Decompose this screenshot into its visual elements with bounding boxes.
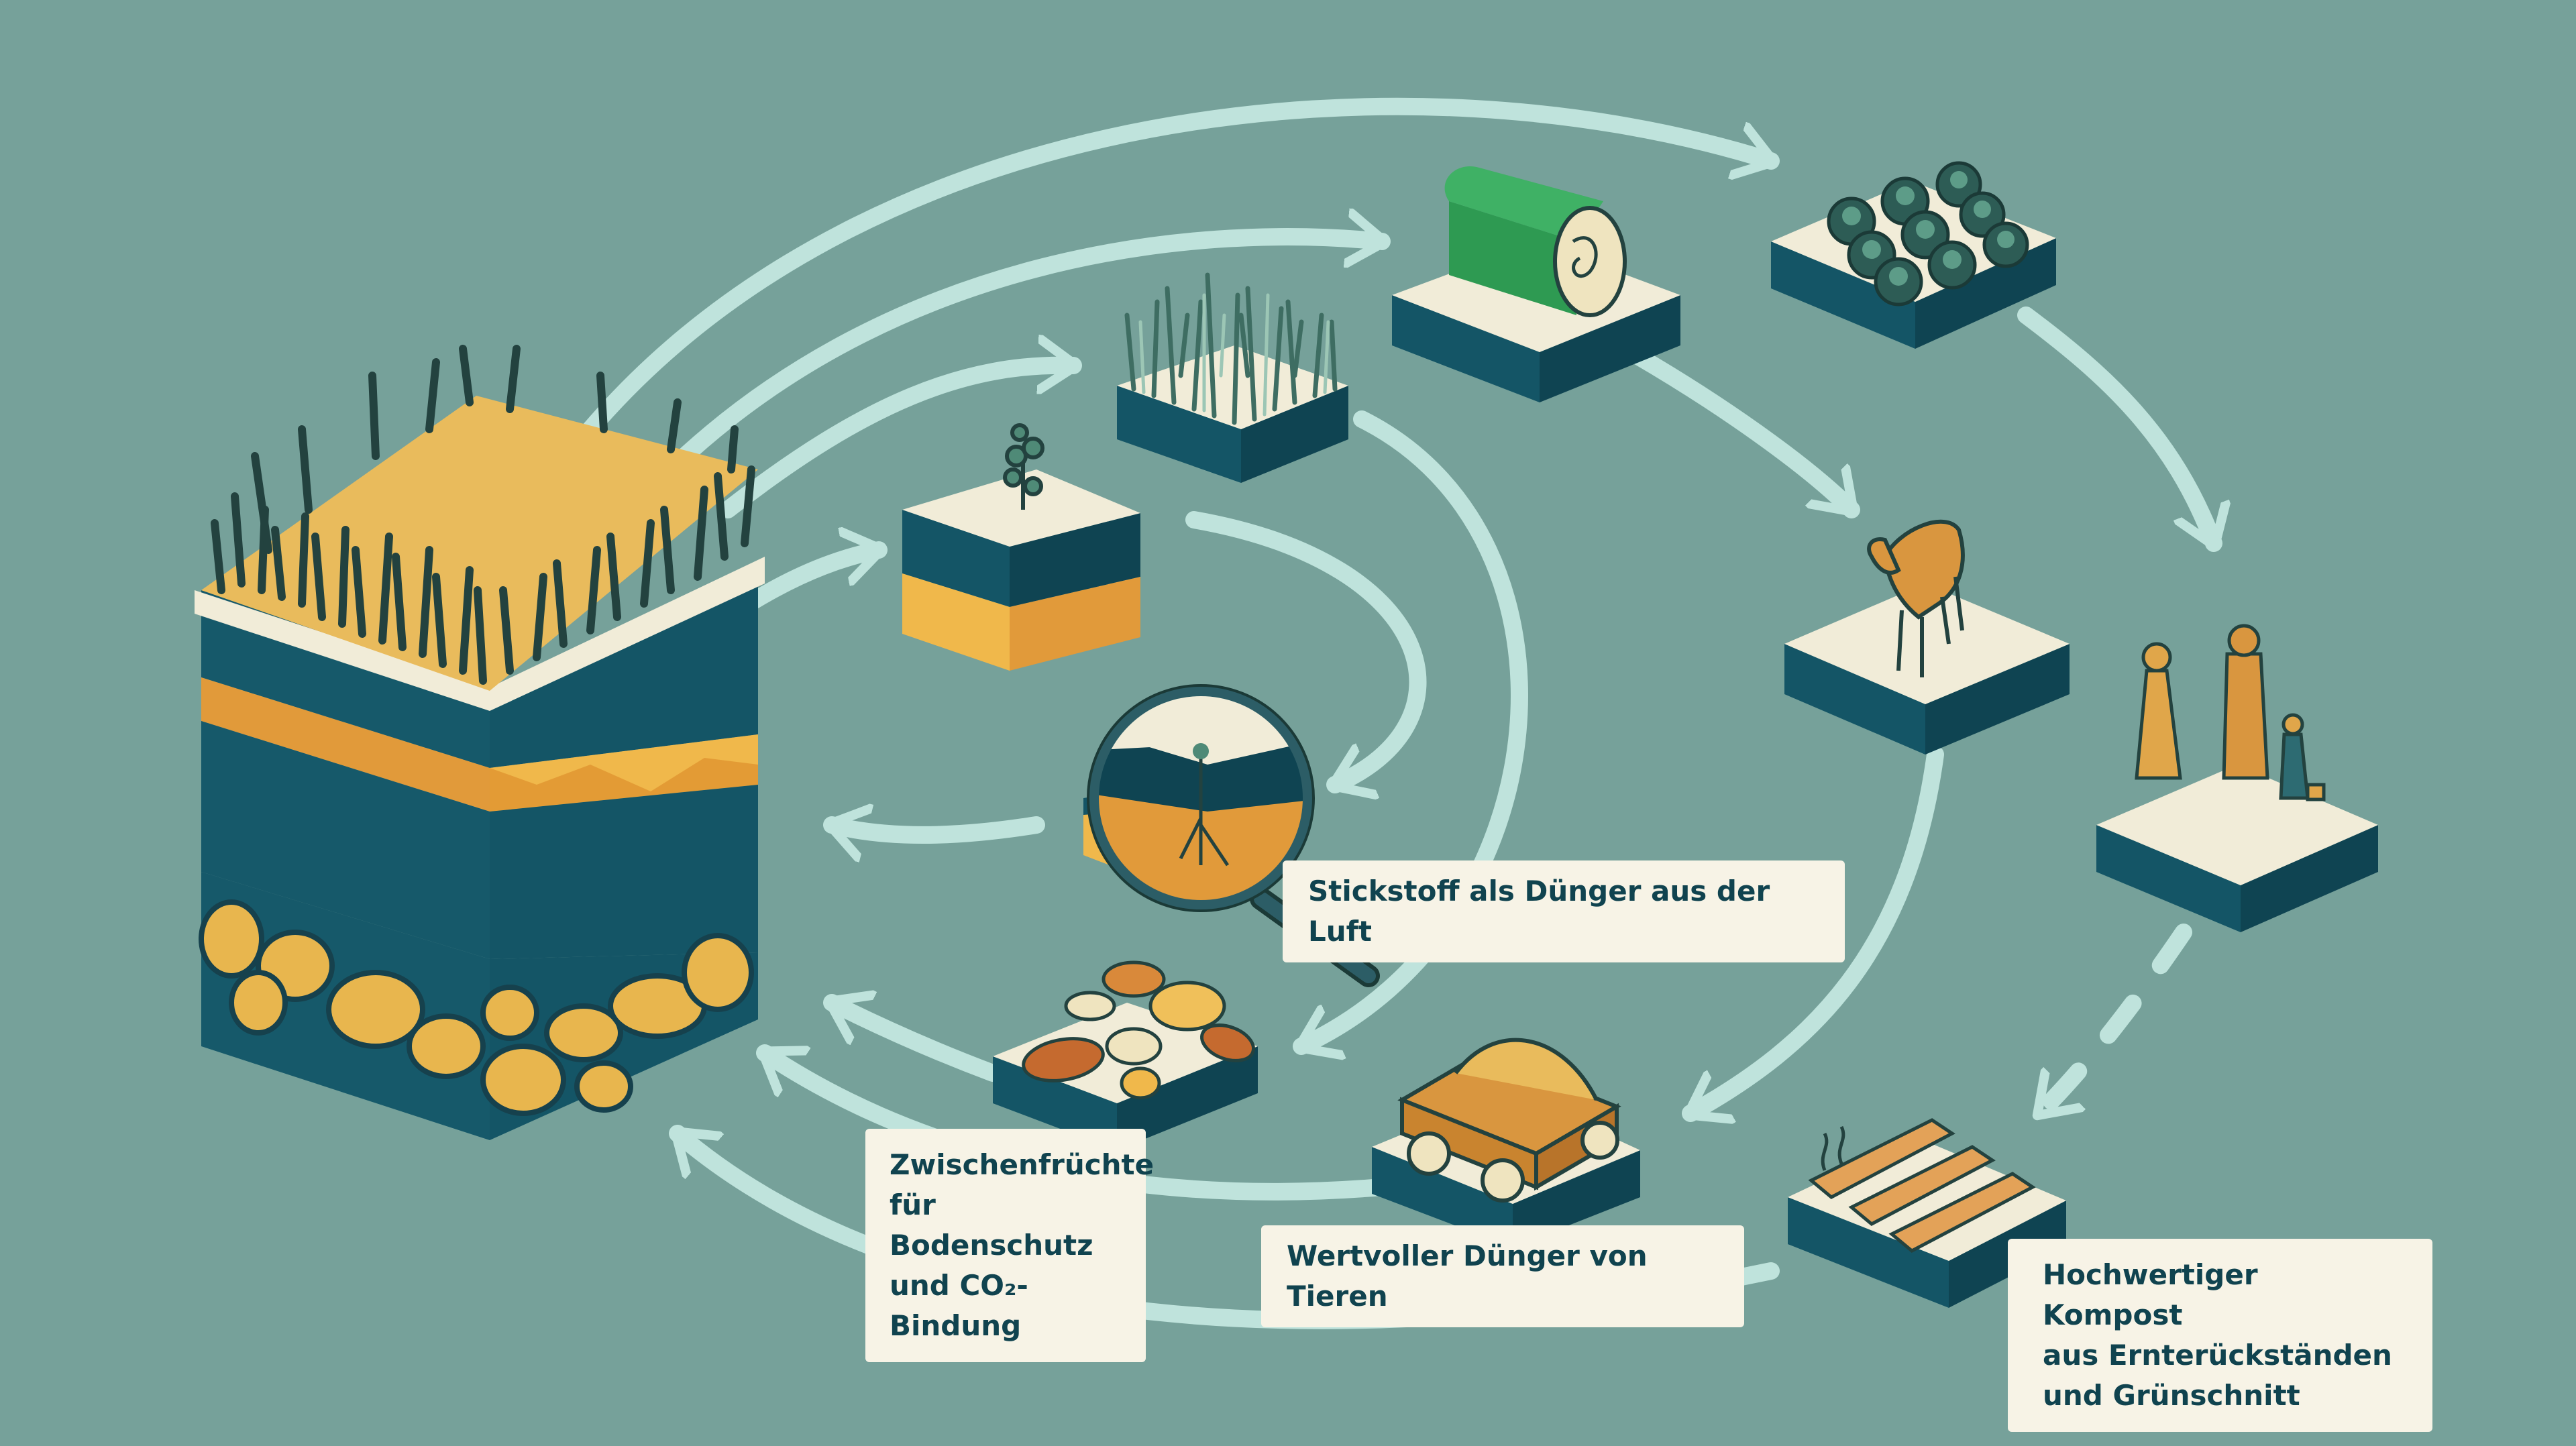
clover-soil-cube-icon bbox=[902, 423, 1140, 671]
arrow-soil-to-haybale bbox=[669, 237, 1391, 471]
soil-block-icon bbox=[195, 345, 765, 1140]
manure-cart-tile-icon bbox=[1372, 1038, 1640, 1247]
label-stickstoff: Stickstoff als Dünger aus der Luft bbox=[1283, 860, 1845, 962]
arrow-soil-to-cabbage bbox=[582, 97, 1780, 438]
label-zwischenfruechte: Zwischenfrüchte für Bodenschutz und CO₂-… bbox=[865, 1129, 1154, 1362]
arrow-haybale-to-cow bbox=[1628, 347, 1860, 518]
arrow-clover-to-magnifier bbox=[1185, 511, 1427, 785]
crop-residue-tile-icon bbox=[993, 960, 1258, 1150]
arrow-leaves-to-soil bbox=[823, 1003, 1002, 1082]
arrow-cow-to-cart bbox=[1682, 746, 1944, 1113]
hay-bale-tile-icon bbox=[1392, 166, 1680, 402]
family-tile-icon bbox=[2096, 624, 2378, 932]
cover-crop-tile-icon bbox=[1117, 272, 1348, 483]
arrow-soil-to-clover bbox=[746, 550, 888, 609]
arrow-magnifier-to-soil bbox=[823, 825, 1045, 835]
label-duenger: Wertvoller Dünger von Tieren bbox=[1261, 1225, 1744, 1327]
compost-windrow-tile-icon bbox=[1788, 1118, 2066, 1308]
arrow-people-to-compost bbox=[2031, 924, 2192, 1122]
cow-tile-icon bbox=[1784, 519, 2070, 755]
label-kompost: Hochwertiger Kompost aus Ernterückstände… bbox=[2008, 1239, 2432, 1432]
arrow-cabbage-to-people bbox=[2017, 307, 2214, 552]
cabbage-field-tile-icon bbox=[1771, 161, 2056, 349]
arrow-soil-to-covercrop bbox=[719, 366, 1082, 518]
arrow-covercrop-to-leaves bbox=[1293, 410, 1528, 1046]
